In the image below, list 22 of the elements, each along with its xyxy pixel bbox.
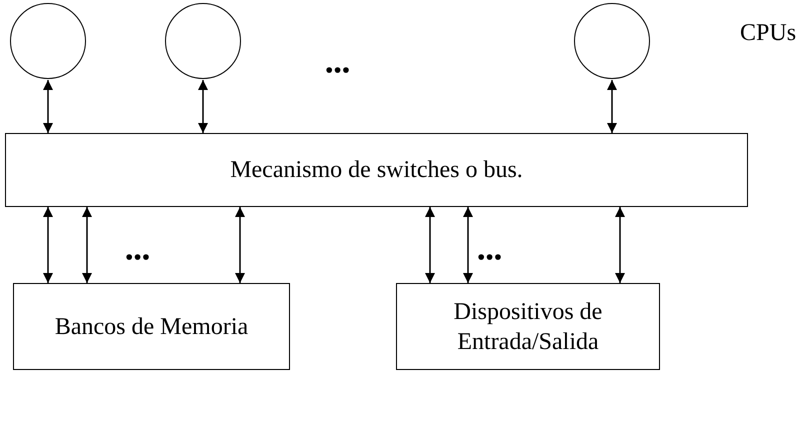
- double-arrow: [198, 80, 208, 133]
- box-label: Mecanismo de switches o bus.: [230, 156, 523, 185]
- ellipsis: •••: [125, 245, 150, 272]
- box-label: Bancos de Memoria: [54, 312, 248, 342]
- ellipsis: •••: [477, 245, 502, 272]
- cpus-label: CPUs: [740, 20, 796, 47]
- bus-box: [5, 133, 748, 207]
- double-arrow: [82, 207, 92, 283]
- double-arrow: [235, 207, 245, 283]
- double-arrow: [43, 80, 53, 133]
- double-arrow: [425, 207, 435, 283]
- cpu-circle: [10, 3, 86, 79]
- ellipsis: •••: [325, 58, 350, 85]
- cpu-circle: [574, 3, 650, 79]
- box-label: Dispositivos de Entrada/Salida: [452, 298, 604, 356]
- double-arrow: [607, 80, 617, 133]
- double-arrow: [615, 207, 625, 283]
- double-arrow: [43, 207, 53, 283]
- component-box: [396, 283, 660, 370]
- cpu-circle: [165, 3, 241, 79]
- component-box: [13, 283, 290, 370]
- double-arrow: [463, 207, 473, 283]
